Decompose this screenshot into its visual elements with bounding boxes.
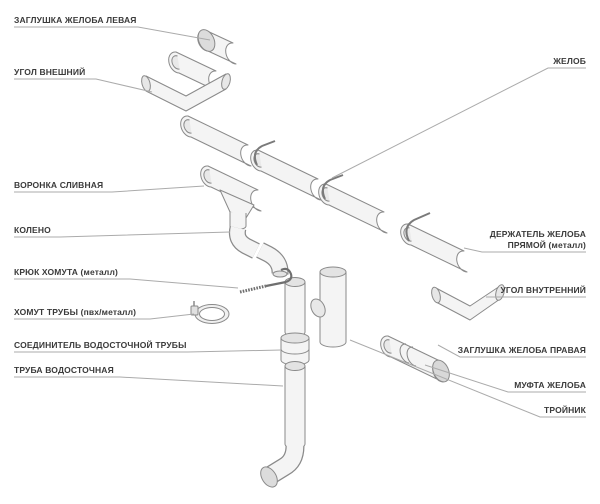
inner-corner-art bbox=[431, 284, 505, 321]
left-gutter-cap-art bbox=[197, 29, 237, 65]
leader-derzhatel bbox=[463, 247, 586, 253]
straight-bracket-icon bbox=[405, 212, 431, 242]
label-zaglushka-zheloba-levaya: ЗАГЛУШКА ЖЕЛОБА ЛЕВАЯ bbox=[14, 15, 137, 25]
corner-mouth bbox=[221, 73, 231, 90]
leader-zaglushka-levaya bbox=[14, 26, 211, 41]
hook-bend bbox=[280, 267, 293, 284]
gutter-bracket-icon bbox=[253, 140, 276, 166]
pipe-clamp-art bbox=[190, 301, 230, 324]
label-zaglushka-zheloba-pravaya: ЗАГЛУШКА ЖЕЛОБА ПРАВАЯ bbox=[457, 345, 586, 355]
gutter-coupling-band bbox=[399, 343, 417, 367]
elbow-art bbox=[228, 225, 289, 278]
label-truba-vodostochnaya: ТРУБА ВОДОСТОЧНАЯ bbox=[14, 365, 114, 375]
clamp-bolt bbox=[190, 305, 199, 316]
clamp-ring-inner bbox=[199, 307, 225, 321]
leader-troynik bbox=[349, 339, 586, 418]
corner-band bbox=[435, 285, 501, 321]
pipe-body bbox=[284, 282, 306, 337]
label-zhelob: ЖЕЛОБ bbox=[553, 56, 586, 66]
gutter-segment-shape bbox=[200, 165, 262, 212]
leader-soedinitel bbox=[14, 349, 282, 353]
leader-ugol-vneshniy bbox=[14, 78, 153, 93]
leader-mufta bbox=[424, 364, 586, 393]
gutter-mouth bbox=[383, 339, 392, 354]
gutter-segment-shape bbox=[318, 183, 388, 234]
pipe-connector-ridge bbox=[280, 348, 310, 355]
label-mufta-zheloba: МУФТА ЖЕЛОБА bbox=[514, 380, 586, 390]
elbow-tube-body bbox=[230, 226, 260, 258]
gutter-mouth bbox=[171, 55, 180, 70]
gutter-segment-shape bbox=[400, 223, 468, 273]
tee-branch-mouth bbox=[310, 298, 326, 318]
leader-truba bbox=[14, 376, 284, 387]
corner-band bbox=[145, 73, 227, 112]
right-gutter-cap-art bbox=[380, 335, 450, 383]
gutter-mouth bbox=[203, 169, 212, 184]
clamp-hook-art bbox=[239, 267, 293, 294]
label-koleno: КОЛЕНО bbox=[14, 225, 51, 235]
gutter-bracket-icon bbox=[321, 174, 344, 200]
elbow-open-end bbox=[272, 270, 288, 278]
downpipe-long-top bbox=[284, 361, 306, 371]
label-soedinitel-truby: СОЕДИНИТЕЛЬ ВОДОСТОЧНОЙ ТРУБЫ bbox=[14, 340, 187, 350]
tee-body bbox=[319, 272, 347, 348]
outlet-mouth bbox=[260, 466, 278, 488]
leader-zaglushka-pravaya bbox=[437, 344, 586, 358]
outlet-elbow-body bbox=[266, 445, 304, 483]
hook-rod bbox=[265, 280, 287, 288]
gutter-bracket-piece-art bbox=[400, 212, 468, 273]
corner-mouth bbox=[431, 286, 441, 304]
leader-khomut-truby bbox=[14, 313, 195, 320]
gutter-segment-shape bbox=[250, 149, 322, 201]
leader-voronka bbox=[14, 185, 205, 193]
label-troynik: ТРОЙНИК bbox=[544, 405, 586, 415]
downpipe-art bbox=[260, 277, 310, 488]
label-khomut-truby: ХОМУТ ТРУБЫ (пвх/металл) bbox=[14, 307, 137, 317]
downpipe-long-body bbox=[284, 366, 306, 449]
label-voronka-slivnaya: ВОРОНКА СЛИВНАЯ bbox=[14, 180, 104, 190]
tee-art bbox=[310, 266, 347, 348]
label-ugol-vneshniy: УГОЛ ВНЕШНИЙ bbox=[14, 67, 86, 77]
parts-art bbox=[141, 29, 505, 488]
gutter-segment-shape bbox=[380, 335, 444, 383]
label-ugol-vnutrenniy: УГОЛ ВНУТРЕННИЙ bbox=[500, 285, 586, 295]
outer-corner-art bbox=[141, 73, 231, 112]
gutter-segment-shape bbox=[180, 115, 252, 167]
funnel-art bbox=[200, 165, 262, 230]
label-derzhatel-zheloba: ДЕРЖАТЕЛЬ ЖЕЛОБА ПРЯМОЙ (металл) bbox=[489, 229, 586, 250]
elbow-tube-body bbox=[256, 243, 288, 275]
gutter-mouth bbox=[183, 119, 192, 134]
gutter-run-art bbox=[180, 115, 388, 234]
end-cap-disc bbox=[197, 29, 216, 52]
label-kryuk-khomuta: КРЮК ХОМУТА (металл) bbox=[14, 267, 119, 277]
leader-zhelob bbox=[331, 67, 586, 179]
leader-kryuk-khomuta bbox=[14, 278, 239, 289]
hook-thread bbox=[239, 284, 267, 294]
leader-lines bbox=[14, 26, 586, 418]
leader-koleno bbox=[14, 231, 231, 238]
tee-open-top bbox=[319, 266, 347, 278]
pipe-connector-top bbox=[280, 332, 310, 344]
corner-mouth bbox=[495, 284, 505, 301]
